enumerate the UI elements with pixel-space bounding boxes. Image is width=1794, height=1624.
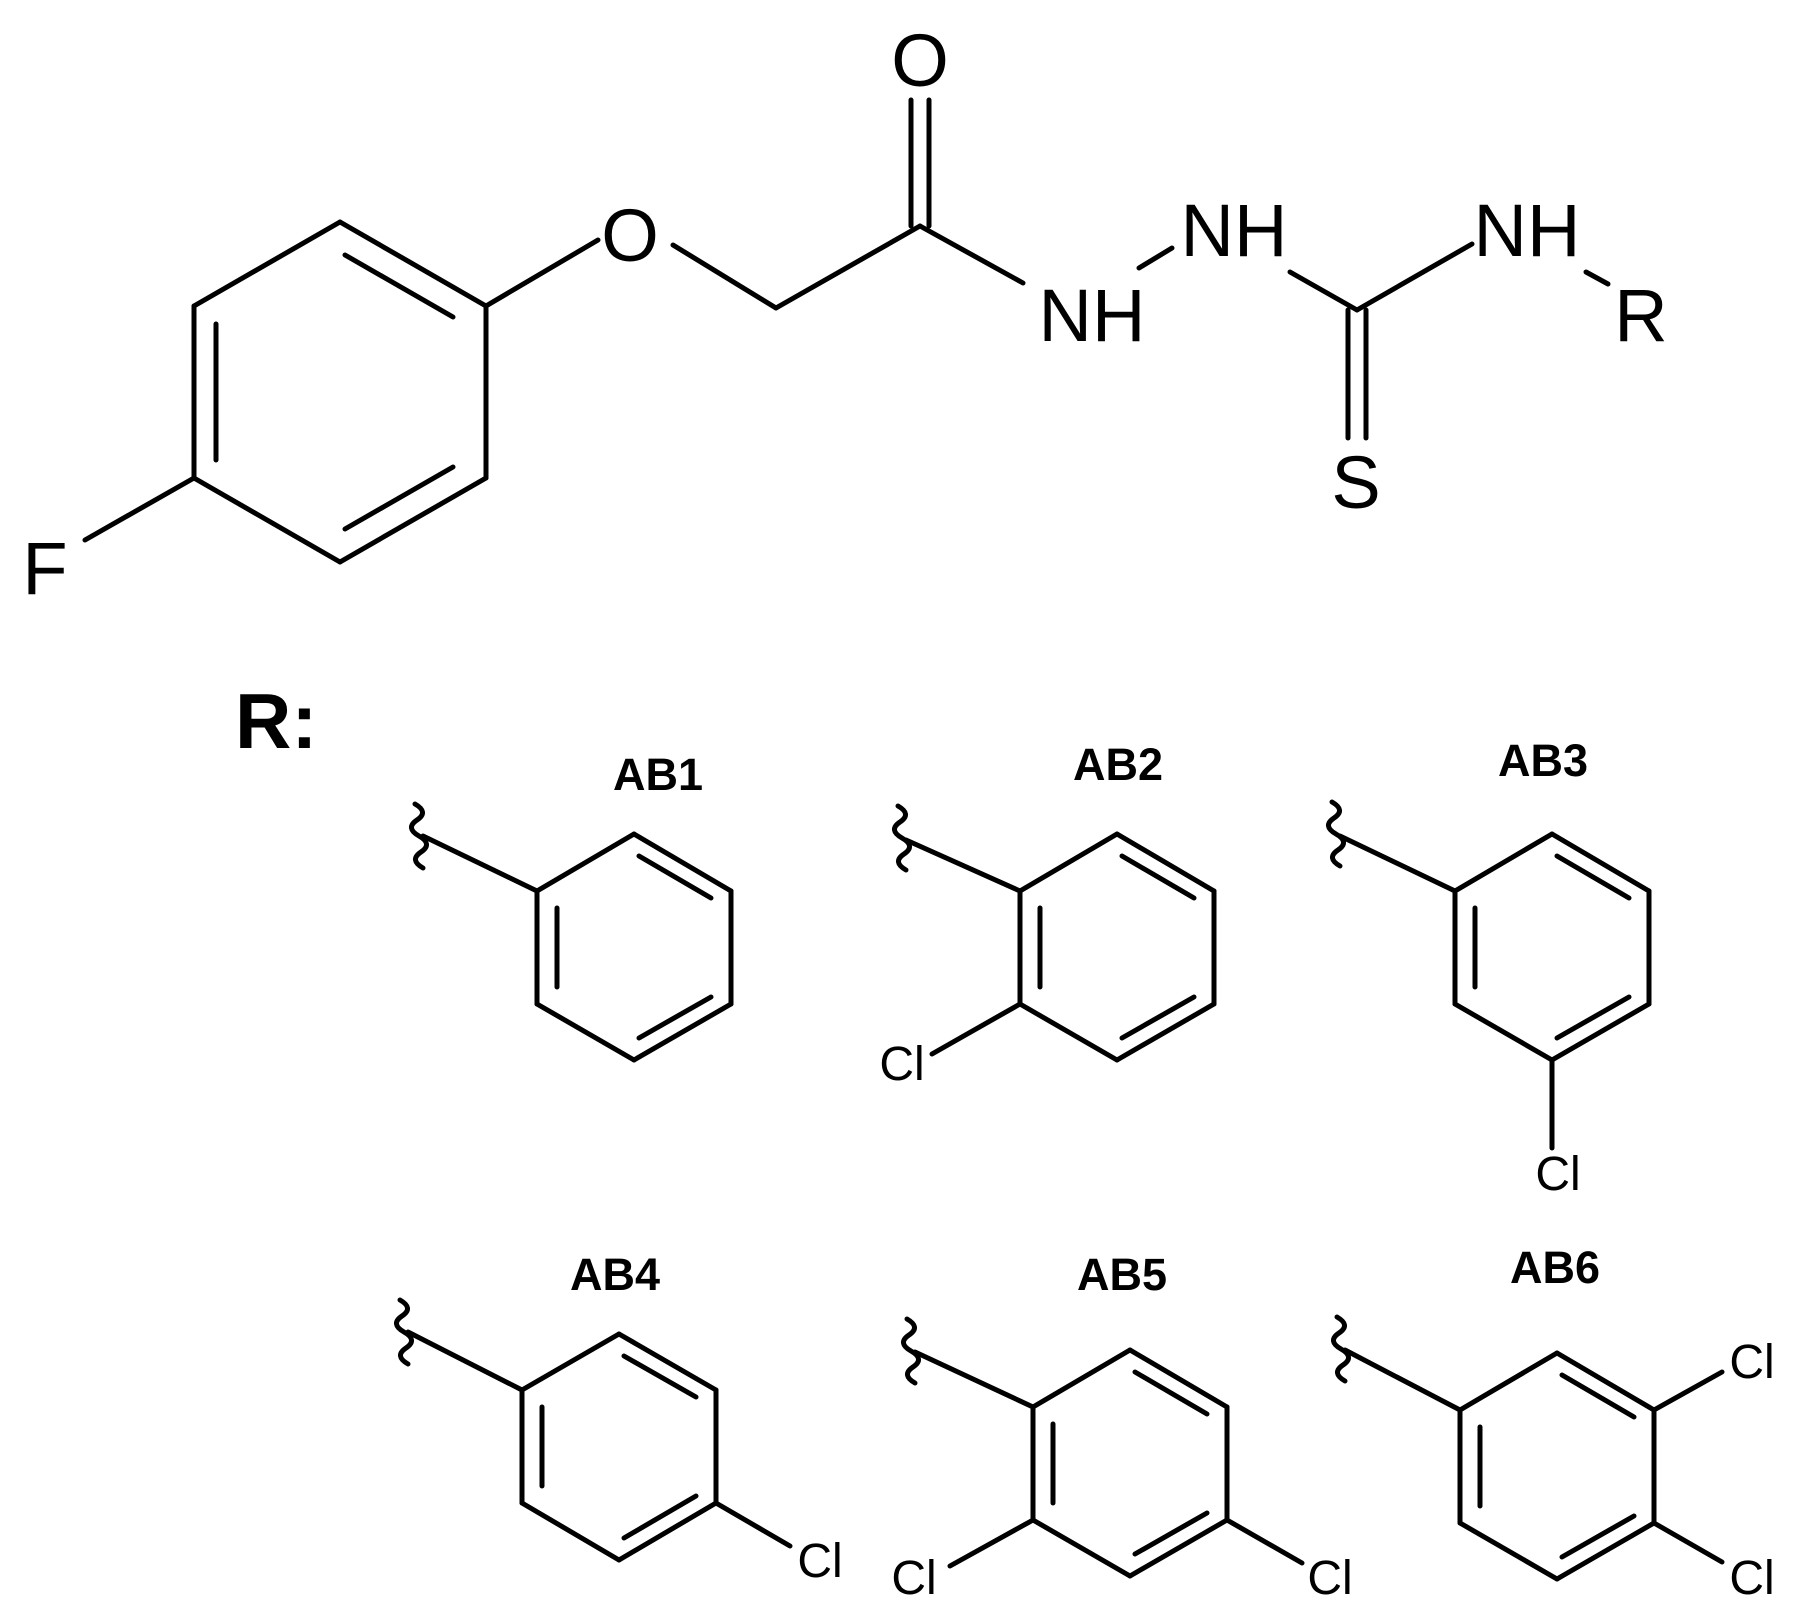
- atom-fluorine: F: [22, 527, 67, 610]
- bond-attachment: [903, 837, 1023, 894]
- phenyl-ring: [1452, 831, 1652, 1063]
- core-molecule: F O O NH NH NH R S: [22, 19, 1667, 610]
- atom-chlorine: Cl: [891, 1552, 936, 1605]
- atom-hydrazine-nh: NH: [1181, 189, 1288, 272]
- substituent-ab3: AB3 Cl: [1326, 735, 1652, 1201]
- atom-amide-nh: NH: [1039, 274, 1146, 357]
- substituent-code: AB1: [613, 749, 703, 800]
- atom-chlorine: Cl: [1729, 1552, 1774, 1605]
- phenyl-ring: [1030, 1347, 1230, 1579]
- bond-ring-o: [483, 237, 601, 309]
- wavy-attachment-bond: [892, 803, 912, 873]
- substituent-ab6: AB6 Cl Cl: [1331, 1242, 1775, 1605]
- substituent-ab2: AB2 Cl: [879, 739, 1217, 1091]
- bond-c-cl-para: [1224, 1517, 1305, 1566]
- phenyl-ring: [1017, 831, 1217, 1063]
- substituent-ab4: AB4 Cl: [394, 1249, 843, 1588]
- bond-attachment: [1342, 1347, 1463, 1413]
- atom-carbonyl-oxygen: O: [891, 19, 949, 102]
- atom-chlorine: Cl: [1729, 1336, 1774, 1389]
- substituent-code: AB2: [1073, 739, 1163, 790]
- bond-attachment: [1337, 833, 1458, 894]
- phenyl-ring: [1457, 1350, 1657, 1582]
- bond-attachment: [912, 1349, 1036, 1410]
- fluorophenyl-ring: [191, 219, 489, 565]
- bond-co-nh: [917, 223, 1026, 286]
- bond-nh-cs: [1287, 269, 1360, 313]
- substituent-code: AB6: [1510, 1242, 1600, 1293]
- wavy-attachment-bond: [901, 1316, 921, 1386]
- bond-nh-nh: [1136, 245, 1175, 271]
- substituent-code: AB4: [570, 1249, 660, 1300]
- bond-c-cl: [713, 1500, 793, 1549]
- bond-c-cl-ortho: [947, 1517, 1036, 1569]
- bond-cs-nh: [1354, 241, 1475, 313]
- bond-c-f: [82, 475, 197, 543]
- substituent-ab5: AB5 Cl Cl: [891, 1249, 1352, 1605]
- bond-c-cl-meta: [1651, 1369, 1725, 1413]
- atom-r-group: R: [1614, 274, 1667, 357]
- wavy-attachment-bond: [1331, 1314, 1351, 1384]
- substituent-code: AB3: [1498, 735, 1588, 786]
- phenyl-ring: [534, 831, 734, 1063]
- bond-c-cl-para: [1651, 1520, 1725, 1565]
- bond-nh-r: [1583, 269, 1611, 287]
- atom-thioamide-nh: NH: [1474, 189, 1581, 272]
- atom-chlorine: Cl: [797, 1535, 842, 1588]
- atom-chlorine: Cl: [1307, 1552, 1352, 1605]
- atom-sulfur: S: [1331, 441, 1380, 524]
- bond-o-ch2: [670, 242, 779, 311]
- wavy-attachment-bond: [1326, 799, 1346, 869]
- bond-attachment: [405, 1329, 525, 1393]
- substituent-code: AB5: [1077, 1249, 1167, 1300]
- bond-c-cl: [929, 1001, 1023, 1057]
- atom-chlorine: Cl: [879, 1038, 924, 1091]
- phenyl-ring: [519, 1331, 719, 1563]
- atom-chlorine: Cl: [1535, 1148, 1580, 1201]
- substituent-ab1: AB1: [409, 749, 734, 1063]
- atom-ether-oxygen: O: [601, 194, 659, 277]
- bond-ch2-co: [773, 223, 923, 311]
- bond-attachment: [420, 833, 540, 894]
- r-group-heading: R:: [235, 677, 317, 765]
- wavy-attachment-bond: [394, 1297, 414, 1367]
- wavy-attachment-bond: [409, 801, 429, 871]
